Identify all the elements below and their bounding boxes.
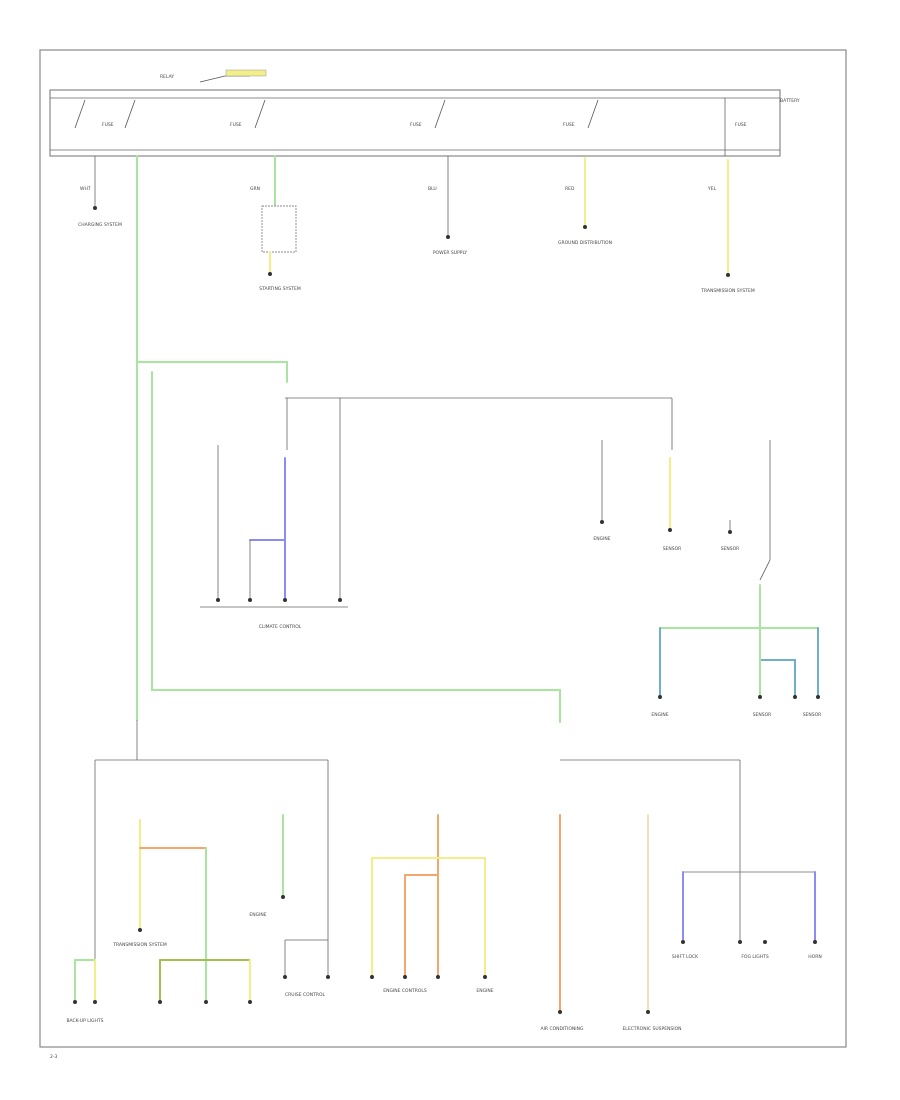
connector-terminal <box>483 975 487 979</box>
component-caption: POWER SUPPLY <box>433 250 468 256</box>
component-caption: CRUISE CONTROL <box>285 992 325 998</box>
wire-drop <box>285 939 329 975</box>
connector-terminal <box>658 695 662 699</box>
connector-terminal <box>248 598 252 602</box>
connector-terminal <box>446 235 450 239</box>
relay-label: RELAY <box>160 74 174 80</box>
main-green-feed <box>136 155 561 723</box>
component-caption: CLIMATE CONTROL <box>259 624 302 630</box>
connector-terminal <box>73 1000 77 1004</box>
connector-terminal <box>283 975 287 979</box>
component-caption: ENGINE <box>651 712 668 718</box>
wire-color-label: RED <box>565 186 575 192</box>
fuse-label: FUSE <box>735 122 747 128</box>
connector-terminal <box>268 272 272 276</box>
connector-terminal <box>763 940 767 944</box>
component-caption: SENSOR <box>663 546 682 552</box>
fuse-label: FUSE <box>410 122 422 128</box>
connector-terminal <box>681 940 685 944</box>
page-tag: 2-3 <box>50 1054 57 1060</box>
connector-terminal <box>558 1010 562 1014</box>
connector-terminal <box>338 598 342 602</box>
component-caption: TRANSMISSION SYSTEM <box>700 288 755 294</box>
connector-terminal <box>370 975 374 979</box>
component-caption: STARTING SYSTEM <box>259 286 301 292</box>
connector-terminal <box>600 520 604 524</box>
connector-terminal <box>158 1000 162 1004</box>
connector-terminal <box>403 975 407 979</box>
component-caption: TRANSMISSION SYSTEM <box>112 942 167 948</box>
connector-terminal <box>216 598 220 602</box>
fuse-label: FUSE <box>102 122 114 128</box>
connector-terminal <box>668 528 672 532</box>
wire-color-label: BLU <box>428 186 437 192</box>
fuse-block <box>261 205 297 253</box>
connector-terminal <box>283 598 287 602</box>
connector-terminal <box>248 1000 252 1004</box>
wire-color-label: GRN <box>250 186 260 192</box>
connector-terminal <box>793 695 797 699</box>
connector-terminal <box>726 273 730 277</box>
component-caption: FOG LIGHTS <box>741 954 769 960</box>
connector-terminal <box>583 225 587 229</box>
component-caption: ENGINE <box>249 912 266 918</box>
top-row-captions: CHARGING SYSTEM STARTING SYSTEM POWER SU… <box>78 222 755 294</box>
connector-terminal <box>813 940 817 944</box>
component-caption: BACK-UP LIGHTS <box>66 1018 103 1024</box>
teal-wire <box>759 659 796 696</box>
connector-terminal <box>93 206 97 210</box>
wire-color-label: WHT <box>80 186 91 192</box>
component-caption: SENSOR <box>753 712 772 718</box>
component-caption: AIR CONDITIONING <box>541 1026 584 1032</box>
connector-terminal <box>204 1000 208 1004</box>
bottom-section: BACK-UP LIGHTS TRANSMISSION SYSTEM ENGIN… <box>66 720 822 1032</box>
switch-contact <box>759 559 771 581</box>
component-caption: SENSOR <box>721 546 740 552</box>
connector-terminal <box>281 895 285 899</box>
diagram-frame <box>39 49 847 1048</box>
component-caption: ENGINE <box>593 536 610 542</box>
component-caption: GROUND DISTRIBUTION <box>558 240 612 246</box>
connector-terminal <box>138 928 142 932</box>
component-caption: ENGINE CONTROLS <box>383 988 427 994</box>
switch-contact <box>587 99 599 129</box>
battery-label: BATTERY <box>780 98 800 104</box>
relay-coil-icon <box>225 69 267 77</box>
wire-color-label: YEL <box>707 186 717 192</box>
switch-contact <box>74 99 86 129</box>
connector-terminal <box>646 1010 650 1014</box>
connector-terminal <box>326 975 330 979</box>
switch-contact <box>254 99 266 129</box>
switch-contact <box>434 99 446 129</box>
component-caption: CHARGING SYSTEM <box>78 222 122 228</box>
connector-terminal <box>436 975 440 979</box>
relay-contact <box>199 75 250 83</box>
connector-terminal <box>816 695 820 699</box>
connector-terminal <box>728 530 732 534</box>
fuse-relay-box: RELAY BATTERY <box>49 69 800 157</box>
switch-contact <box>124 99 136 129</box>
component-caption: HORN <box>808 954 821 960</box>
connector-terminal <box>93 1000 97 1004</box>
fuse-box-outline <box>49 89 781 157</box>
top-row-labels: FUSE FUSE FUSE FUSE FUSE WHT GRN BLU RED… <box>80 122 747 192</box>
fuse-label: FUSE <box>563 122 575 128</box>
component-caption: ELECTRONIC SUSPENSION <box>622 1026 681 1032</box>
connector-terminal <box>758 695 762 699</box>
component-caption: SHIFT LOCK <box>672 954 699 960</box>
component-caption: SENSOR <box>803 712 822 718</box>
fuse-label: FUSE <box>230 122 242 128</box>
connector-terminal <box>738 940 742 944</box>
component-caption: ENGINE <box>476 988 493 994</box>
top-row-wires <box>93 155 730 277</box>
green-loop <box>151 371 561 723</box>
mid-section: CLIMATE CONTROL ENGINE SENSOR SENSOR ENG… <box>200 397 822 718</box>
